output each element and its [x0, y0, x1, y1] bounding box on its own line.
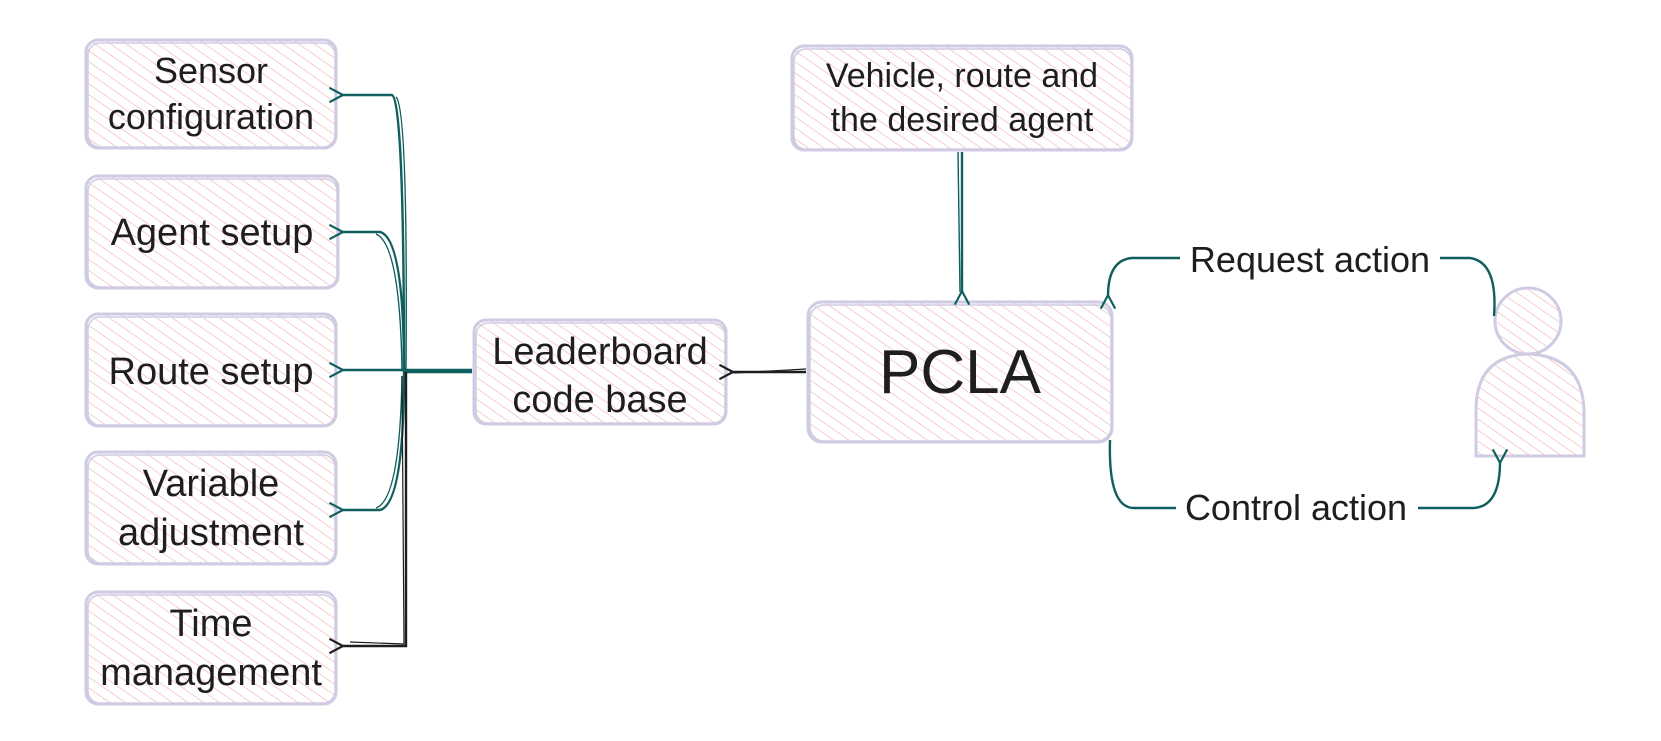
- box-vehicle-route-agent: Vehicle, route and the desired agent: [790, 44, 1134, 152]
- sensor-config-label-line2: configuration: [108, 96, 314, 137]
- box-time-management: Time management: [84, 590, 338, 706]
- person-icon: [1474, 286, 1586, 458]
- time-management-label-line2: management: [100, 652, 322, 694]
- agent-setup-label: Agent setup: [111, 212, 314, 254]
- box-route-setup: Route setup: [84, 312, 338, 428]
- arrow-request-action: Request action: [1099, 239, 1496, 317]
- box-pcla: PCLA: [806, 300, 1114, 444]
- time-management-label-line1: Time: [169, 603, 252, 645]
- leaderboard-label-line2: code base: [512, 379, 687, 421]
- sensor-config-label-line1: Sensor: [154, 50, 268, 91]
- arrow-control-action: Control action: [1108, 439, 1509, 528]
- fanout-connectors: [328, 86, 472, 655]
- box-sensor-configuration: Sensor configuration: [84, 38, 338, 150]
- box-agent-setup: Agent setup: [84, 174, 340, 290]
- vehicle-label-line1: Vehicle, route and: [826, 57, 1098, 95]
- route-setup-label: Route setup: [109, 351, 314, 393]
- box-variable-adjustment: Variable adjustment: [84, 450, 338, 566]
- arrow-pcla-to-leaderboard: [718, 363, 807, 381]
- box-leaderboard-code-base: Leaderboard code base: [472, 318, 728, 426]
- leaderboard-label-line1: Leaderboard: [492, 331, 708, 373]
- variable-adjustment-label-line2: adjustment: [118, 512, 304, 554]
- vehicle-label-line2: the desired agent: [831, 101, 1094, 139]
- arrow-vehicle-to-pcla: [953, 151, 971, 306]
- variable-adjustment-label-line1: Variable: [143, 463, 280, 505]
- request-action-label: Request action: [1190, 239, 1430, 280]
- control-action-label: Control action: [1185, 487, 1407, 528]
- pcla-label: PCLA: [879, 338, 1042, 407]
